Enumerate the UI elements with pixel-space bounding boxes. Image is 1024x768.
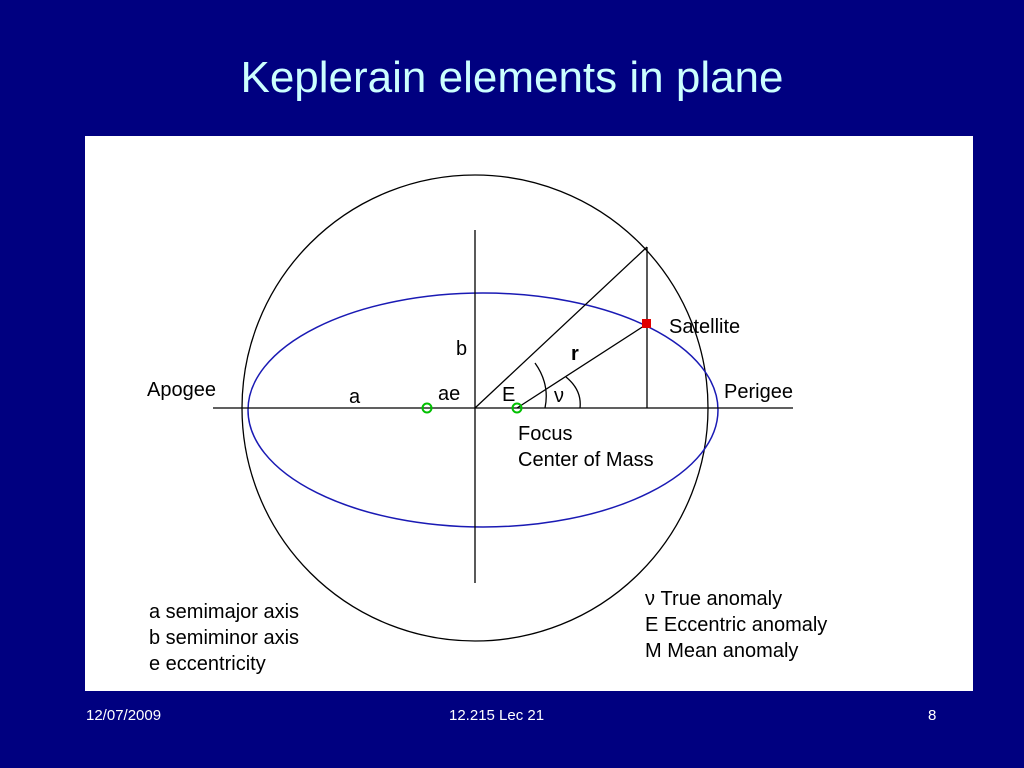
- footer-date: 12/07/2009: [86, 707, 162, 724]
- slide-title: Keplerain elements in plane: [240, 53, 784, 102]
- semimajor-axis-label: a: [349, 386, 361, 408]
- apogee-label: Apogee: [147, 379, 216, 401]
- focus-label: Focus: [518, 423, 573, 445]
- eccentric-anomaly-label: E: [502, 384, 516, 406]
- satellite-marker: [642, 319, 651, 328]
- perigee-label: Perigee: [724, 381, 793, 403]
- legend-eccentric-anomaly: E Eccentric anomaly: [645, 614, 828, 636]
- eccentric-anomaly-line: [474, 246, 648, 409]
- legend-mean-anomaly: M Mean anomaly: [645, 640, 799, 662]
- true-anomaly-arc: [565, 376, 581, 409]
- ae-label: ae: [438, 383, 461, 405]
- eccentric-anomaly-arc: [534, 362, 547, 409]
- true-anomaly-label: ν: [554, 385, 564, 407]
- legend-semimajor: a semimajor axis: [149, 601, 300, 623]
- footer-course: 12.215 Lec 21: [449, 707, 545, 724]
- focus-marker: [511, 402, 523, 414]
- diagram-panel: Apogee Perigee Satellite a ae b E ν r Fo…: [85, 136, 973, 691]
- radius-vector-label: r: [571, 343, 579, 365]
- empty-focus-marker: [421, 402, 433, 414]
- radius-vector-line: [516, 323, 648, 409]
- orbit-ellipse: [247, 292, 719, 528]
- footer-page-number: 8: [928, 707, 937, 724]
- center-of-mass-label: Center of Mass: [518, 449, 654, 471]
- semiminor-axis-label: b: [456, 338, 468, 360]
- satellite-label: Satellite: [669, 316, 741, 338]
- legend-eccentricity: e eccentricity: [149, 653, 266, 675]
- legend-true-anomaly: ν True anomaly: [645, 588, 783, 610]
- kepler-diagram: [213, 174, 793, 642]
- legend-semiminor: b semiminor axis: [149, 627, 300, 649]
